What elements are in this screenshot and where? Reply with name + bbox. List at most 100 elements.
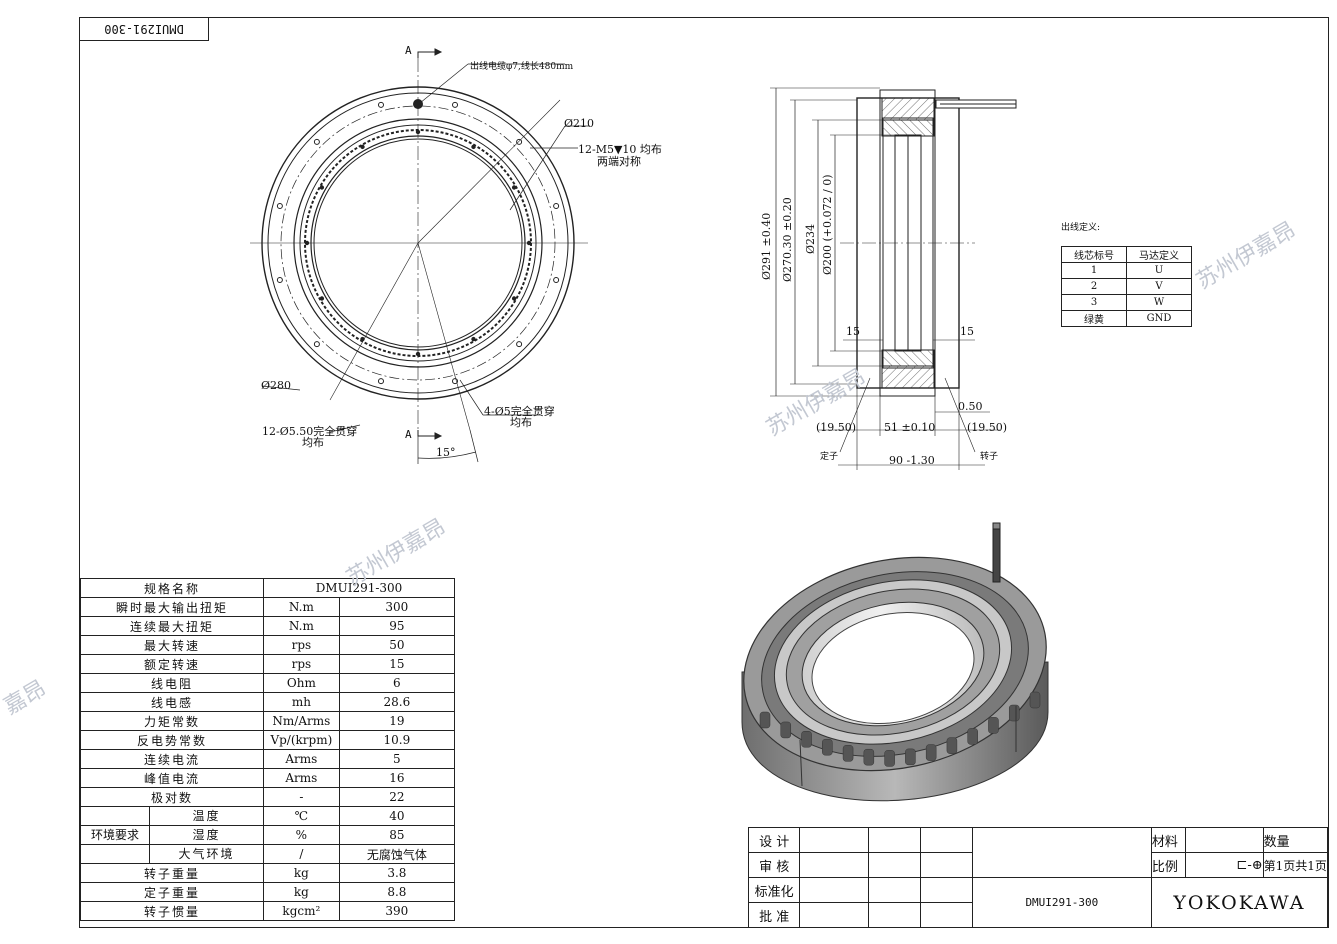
dim-diameter-210: Ø210 bbox=[564, 117, 595, 130]
spec-unit: N.m bbox=[263, 597, 340, 617]
spec-unit: rps bbox=[263, 654, 340, 674]
bolt-hole bbox=[313, 138, 320, 145]
band-slot bbox=[884, 750, 895, 767]
dim-gap: 0.50 bbox=[958, 400, 983, 413]
spec-name: 连续电流 bbox=[80, 749, 264, 769]
spec-header-name: 规格名称 bbox=[80, 578, 264, 598]
approve-label: 批 准 bbox=[747, 902, 801, 928]
spec-unit: - bbox=[263, 787, 340, 807]
band-slot bbox=[842, 745, 854, 762]
spec-env-row: 大气环境/无腐蚀气体 bbox=[80, 844, 456, 864]
bolt-hole bbox=[452, 101, 459, 108]
design-label: 设 计 bbox=[747, 827, 801, 853]
spec-value: 300 bbox=[338, 597, 456, 617]
spec-value: 40 bbox=[338, 806, 456, 826]
dim-right-15: 15 bbox=[960, 325, 974, 338]
drawing-number: DMUI291-300 bbox=[971, 877, 1152, 928]
spec-name: 力矩常数 bbox=[80, 711, 264, 731]
spec-name: 线电感 bbox=[80, 692, 264, 712]
dim-total-90: 90 -1.30 bbox=[889, 454, 935, 467]
angle-dimension: 15° bbox=[436, 446, 456, 459]
spec-unit: / bbox=[263, 844, 340, 864]
spec-name: 转子重量 bbox=[80, 863, 264, 883]
spec-name: 额定转速 bbox=[80, 654, 264, 674]
material-label: 材料 bbox=[1150, 827, 1186, 853]
spec-unit: mh bbox=[263, 692, 340, 712]
band-slot bbox=[905, 748, 916, 766]
spec-value: 15 bbox=[338, 654, 456, 674]
thread-hole bbox=[319, 296, 325, 301]
dim-mid-51: 51 ±0.10 bbox=[884, 421, 936, 434]
title-block: 设 计 材料 数量 审 核 比例 ⊏-⊕ 第1页共1页 标准化 DMUI291-… bbox=[747, 827, 1329, 928]
dim-left-15: 15 bbox=[846, 325, 860, 338]
thread-hole bbox=[415, 351, 421, 357]
first-angle-projection-icon: ⊏-⊕ bbox=[1236, 857, 1263, 873]
bolt-hole bbox=[276, 277, 283, 284]
bolt-hole bbox=[516, 138, 523, 145]
through-hole-note-1: 12-Ø5.50完全贯穿 bbox=[262, 425, 358, 438]
spec-value: 19 bbox=[338, 711, 456, 731]
dim-right-1950: (19.50) bbox=[967, 421, 1008, 434]
company-name: YOKOKAWA bbox=[1150, 877, 1329, 928]
spec-name: 连续最大扭矩 bbox=[80, 616, 264, 636]
thread-hole bbox=[471, 336, 476, 342]
thread-hole bbox=[360, 144, 365, 150]
band-slot bbox=[967, 728, 978, 745]
wire-def: GND bbox=[1126, 310, 1192, 327]
dim-left-1950: (19.50) bbox=[816, 421, 857, 434]
spec-value: 95 bbox=[338, 616, 456, 636]
band-slot bbox=[801, 730, 812, 748]
band-slot bbox=[1029, 691, 1041, 709]
thread-hole bbox=[319, 185, 325, 190]
spec-value: 390 bbox=[338, 901, 456, 921]
spec-env-name: 大气环境 bbox=[178, 847, 235, 861]
thread-hole bbox=[511, 185, 517, 190]
spec-unit: kgcm² bbox=[263, 901, 340, 921]
spec-name: 反电势常数 bbox=[80, 730, 264, 750]
spec-env-name: 温度 bbox=[192, 809, 221, 823]
spec-value: 28.6 bbox=[338, 692, 456, 712]
spec-name: 峰值电流 bbox=[80, 768, 264, 788]
standard-label: 标准化 bbox=[747, 877, 801, 903]
wire-def-title: 出线定义: bbox=[1061, 223, 1101, 233]
projection-symbol: ⊏-⊕ bbox=[1184, 852, 1264, 878]
spec-unit: Vp/(krpm) bbox=[263, 730, 340, 750]
drawing-frame bbox=[79, 17, 1329, 928]
spec-env-name: 湿度 bbox=[192, 828, 221, 842]
stator-label: 定子 bbox=[820, 452, 839, 462]
spec-env-cell: 大气环境 bbox=[80, 844, 264, 864]
hole-note-symmetric: 两端对称 bbox=[597, 155, 641, 168]
spec-row: 极对数-22 bbox=[80, 787, 456, 807]
spec-value: 16 bbox=[338, 768, 456, 788]
spec-unit: ℃ bbox=[263, 806, 340, 826]
through-hole-note-1b: 均布 bbox=[302, 436, 324, 449]
spec-env-cell: 温度 bbox=[80, 806, 264, 826]
spec-value: 10.9 bbox=[338, 730, 456, 750]
spec-unit: Arms bbox=[263, 749, 340, 769]
bolt-hole bbox=[553, 202, 560, 209]
spec-unit: kg bbox=[263, 863, 340, 883]
spec-name: 瞬时最大输出扭矩 bbox=[80, 597, 264, 617]
bolt-hole bbox=[377, 378, 384, 385]
spec-unit: Ohm bbox=[263, 673, 340, 693]
band-slot bbox=[925, 744, 937, 761]
bolt-hole bbox=[313, 341, 320, 348]
spec-unit: kg bbox=[263, 882, 340, 902]
spec-value: 50 bbox=[338, 635, 456, 655]
spec-value: 3.8 bbox=[338, 863, 456, 883]
